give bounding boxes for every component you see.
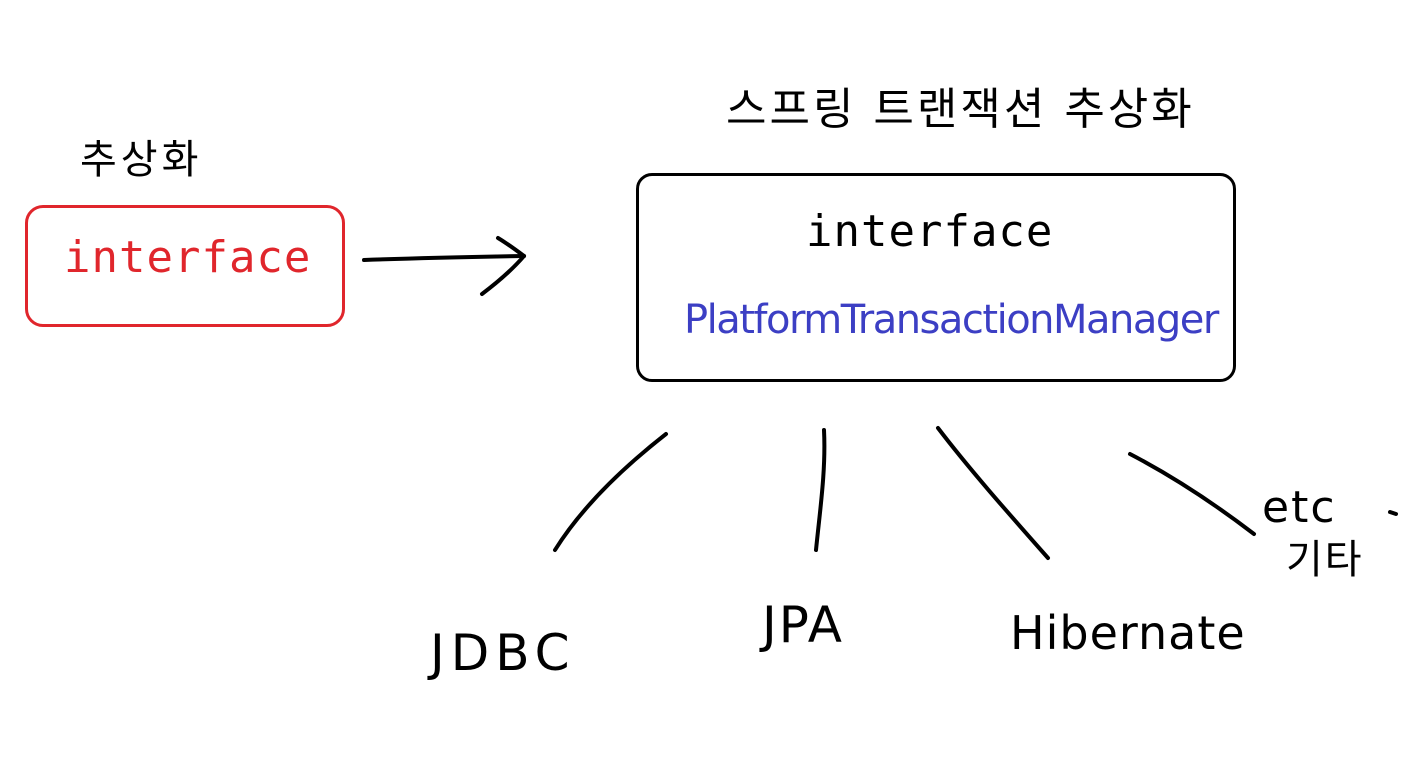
- arrow-head-upper: [496, 236, 526, 258]
- arrow-shaft: [362, 254, 526, 262]
- etc-tick: [1388, 510, 1398, 516]
- branch-line-jpa: [814, 428, 827, 552]
- impl-hibernate: Hibernate: [1010, 606, 1246, 660]
- impl-jdbc: JDBC: [430, 624, 576, 682]
- left-title: 추상화: [80, 137, 203, 183]
- left-interface-box: [25, 205, 345, 327]
- right-interface-label: interface: [806, 206, 1054, 257]
- left-interface-label: interface: [64, 232, 312, 283]
- branch-line-hibernate: [936, 426, 1050, 560]
- right-title: 스프링 트랜잭션 추상화: [726, 84, 1195, 135]
- impl-etc: etc: [1262, 482, 1337, 533]
- right-interface-box: [636, 173, 1236, 382]
- impl-etc-korean: 기타: [1286, 537, 1364, 583]
- platform-transaction-manager-label: PlatformTransactionManager: [684, 297, 1219, 343]
- impl-jpa: JPA: [762, 596, 844, 654]
- branch-line-etc: [1128, 452, 1256, 536]
- arrow-head-lower: [480, 254, 526, 296]
- branch-line-jdbc: [553, 432, 668, 552]
